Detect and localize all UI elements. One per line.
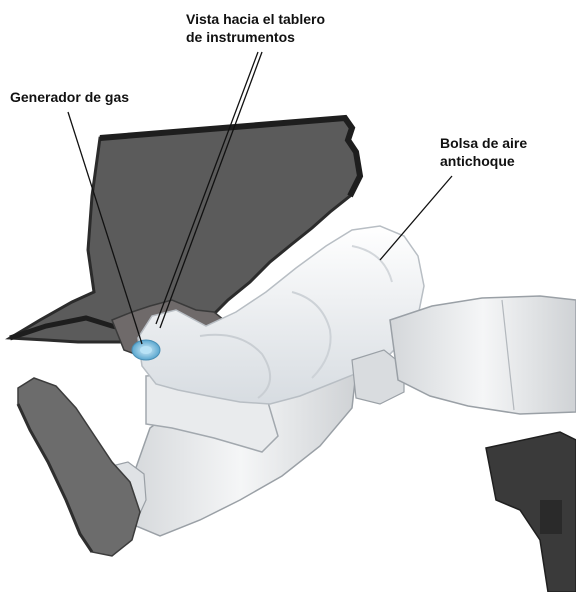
- seat: [486, 432, 576, 592]
- gas-generator: [132, 340, 160, 360]
- inflator-core: [140, 346, 152, 354]
- seat-bracket: [540, 500, 562, 534]
- label-airbag-line1: Bolsa de aire: [440, 134, 527, 152]
- thigh: [390, 296, 576, 414]
- label-airbag: Bolsa de aire antichoque: [440, 134, 527, 170]
- label-gas-generator: Generador de gas: [10, 88, 129, 106]
- label-dashboard-view: Vista hacia el tablero de instrumentos: [186, 10, 325, 46]
- label-airbag-line2: antichoque: [440, 152, 527, 170]
- label-dashboard-view-line1: Vista hacia el tablero: [186, 10, 325, 28]
- label-dashboard-view-line2: de instrumentos: [186, 28, 325, 46]
- leader-line-airbag: [380, 176, 452, 260]
